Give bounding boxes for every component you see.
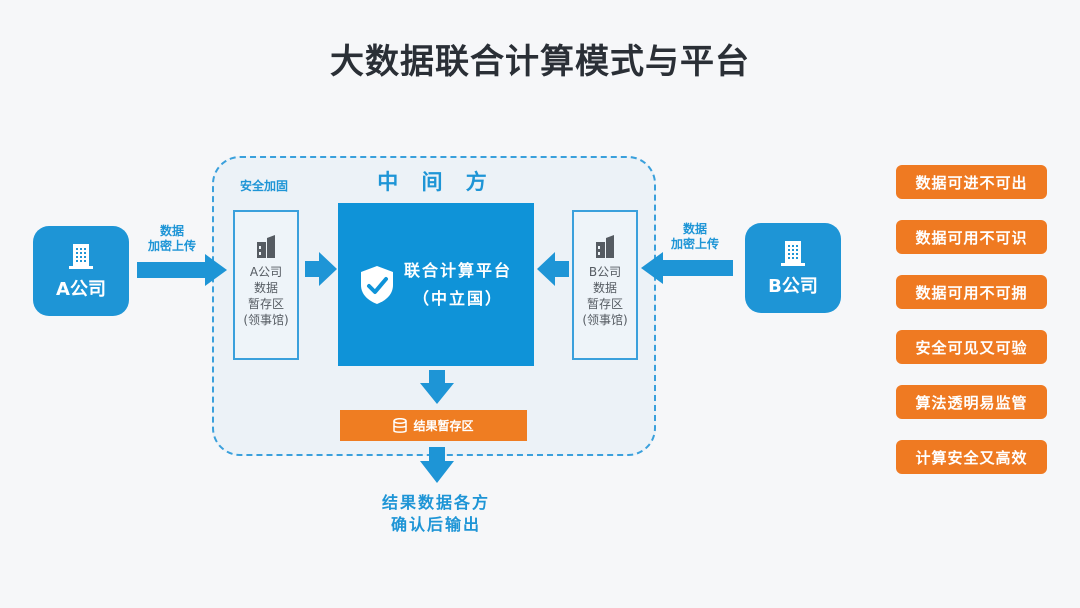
- output-line1: 结果数据各方: [381, 493, 490, 512]
- company-a-node: A公司: [33, 226, 129, 316]
- joint-computing-platform: 联合计算平台 （中立国）: [338, 203, 534, 366]
- arrow-platform-to-result: [420, 370, 454, 404]
- company-b-data-store: B公司 数据 暂存区 (领事馆): [572, 210, 638, 360]
- output-note: 结果数据各方 确认后输出: [338, 492, 534, 536]
- principle-item: 计算安全又高效: [896, 440, 1047, 474]
- building-icon: [781, 241, 805, 266]
- upload-label-line2: 加密上传: [147, 239, 196, 253]
- shield-check-icon: [360, 265, 393, 304]
- company-b-upload-label: 数据 加密上传: [659, 222, 731, 252]
- output-line2: 确认后输出: [390, 515, 481, 534]
- platform-subtitle: （中立国）: [412, 288, 503, 308]
- page-title: 大数据联合计算模式与平台: [330, 42, 750, 82]
- platform-title: 联合计算平台: [403, 260, 512, 280]
- result-store: 结果暂存区: [340, 410, 527, 441]
- upload-label-line2: 加密上传: [670, 237, 719, 251]
- arrow-store-b-to-platform: [537, 252, 569, 286]
- company-b-name: B公司: [768, 276, 818, 297]
- principle-item: 数据可用不可识: [896, 220, 1047, 254]
- principle-item: 安全可见又可验: [896, 330, 1047, 364]
- security-label: 安全加固: [240, 179, 289, 193]
- arrow-store-a-to-platform: [305, 252, 337, 286]
- company-a-upload-label: 数据 加密上传: [136, 224, 208, 254]
- middle-party-title: 中 间 方: [377, 170, 495, 194]
- building-icon: [596, 235, 614, 258]
- building-icon: [69, 244, 93, 269]
- store-b-label: B公司 数据 暂存区 (领事馆): [582, 265, 628, 327]
- principle-item: 数据可进不可出: [896, 165, 1047, 199]
- upload-label-line1: 数据: [159, 224, 184, 238]
- company-b-node: B公司: [745, 223, 841, 313]
- store-a-label: A公司 数据 暂存区 (领事馆): [243, 265, 289, 327]
- principle-item: 算法透明易监管: [896, 385, 1047, 419]
- upload-label-line1: 数据: [682, 222, 707, 236]
- result-store-label: 结果暂存区: [413, 419, 474, 433]
- company-a-name: A公司: [56, 279, 106, 300]
- building-icon: [257, 235, 275, 258]
- principles-list: 数据可进不可出 数据可用不可识 数据可用不可拥 安全可见又可验 算法透明易监管 …: [896, 165, 1047, 495]
- database-icon: [393, 417, 408, 433]
- company-a-data-store: A公司 数据 暂存区 (领事馆): [233, 210, 299, 360]
- principle-item: 数据可用不可拥: [896, 275, 1047, 309]
- arrow-a-to-store: [137, 254, 227, 286]
- arrow-b-to-store: [641, 252, 733, 284]
- arrow-result-to-output: [420, 447, 454, 483]
